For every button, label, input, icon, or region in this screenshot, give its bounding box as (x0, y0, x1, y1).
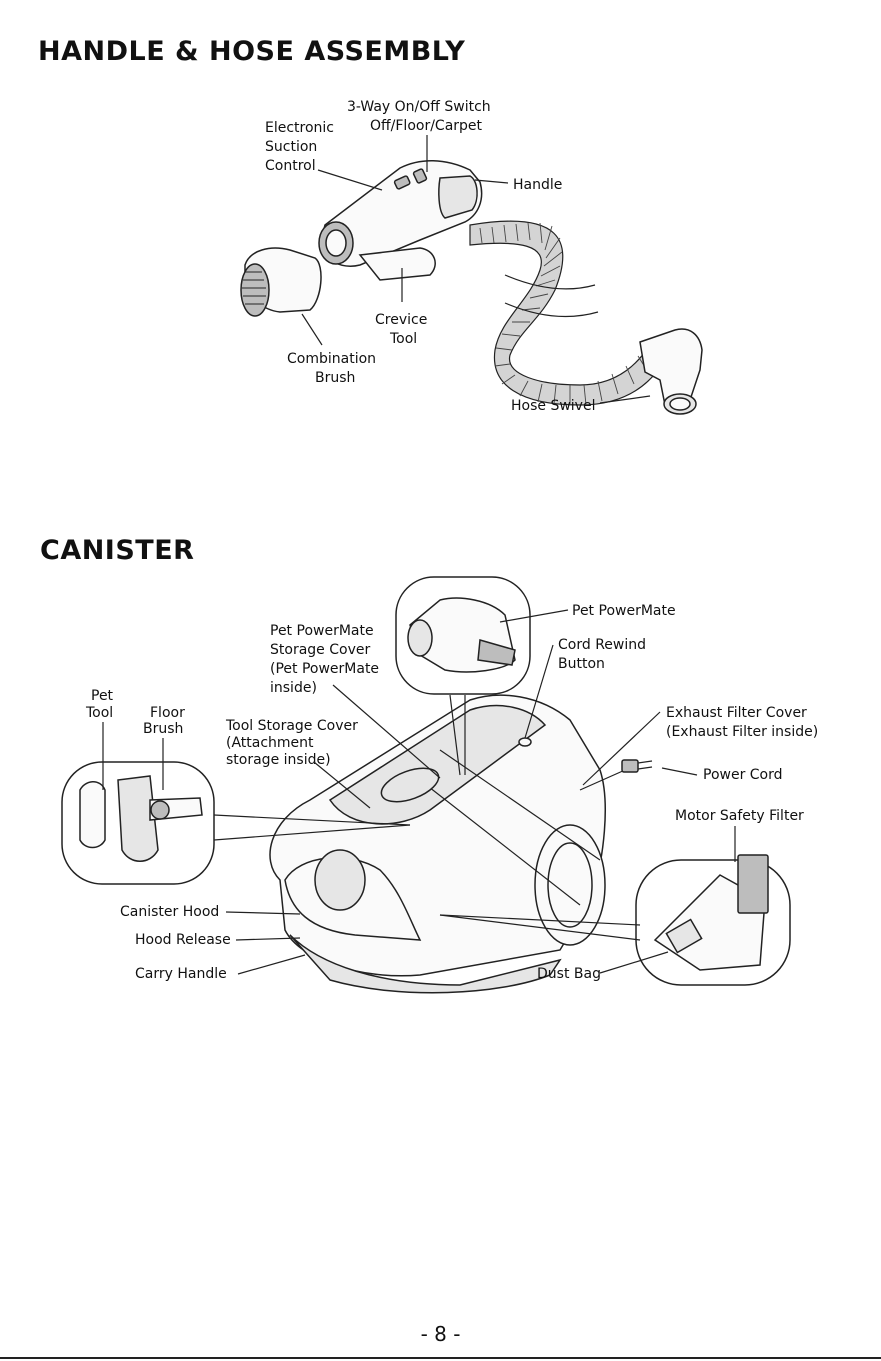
label-exhaust-line2: (Exhaust Filter inside) (666, 724, 818, 740)
label-floor-brush-line1: Floor (150, 705, 185, 721)
section-title-canister: CANISTER (40, 535, 195, 566)
label-pet-powermate: Pet PowerMate (572, 603, 676, 619)
hose-assembly-diagram: 3-Way On/Off Switch Off/Floor/Carpet Ele… (240, 99, 703, 415)
label-esc-line2: Suction (265, 139, 317, 155)
label-pm-storage-line2: Storage Cover (270, 642, 370, 658)
label-crevice-line1: Crevice (375, 312, 427, 328)
label-carry-handle: Carry Handle (135, 966, 227, 982)
combination-brush-illustration (240, 247, 322, 317)
power-cord-illustration (579, 759, 653, 791)
crevice-tool-illustration (358, 247, 436, 281)
page-number: - 8 - (420, 1322, 461, 1346)
section-title-hose: HANDLE & HOSE ASSEMBLY (38, 36, 466, 67)
tools-inset (61, 761, 215, 885)
hose-illustration (469, 220, 666, 406)
label-tool-storage-line3: storage inside) (226, 752, 331, 768)
label-pm-storage-line1: Pet PowerMate (270, 623, 374, 639)
label-switch-line1: 3-Way On/Off Switch (347, 99, 491, 115)
leader-lines-hose (301, 135, 651, 404)
label-pm-storage-line4: inside) (270, 680, 317, 696)
label-switch-line2: Off/Floor/Carpet (370, 118, 483, 134)
hose-swivel-illustration (639, 328, 703, 415)
label-dust-bag: Dust Bag (537, 966, 601, 982)
label-pet-tool-line2: Tool (85, 705, 113, 721)
label-esc-line3: Control (265, 158, 316, 174)
leader-lines-canister (102, 609, 736, 975)
label-motor-filter: Motor Safety Filter (675, 808, 804, 824)
label-tool-storage-line1: Tool Storage Cover (225, 718, 358, 734)
label-hose-swivel: Hose Swivel (511, 398, 595, 414)
label-power-cord: Power Cord (703, 767, 783, 783)
label-combo-line1: Combination (287, 351, 376, 367)
label-hood-release: Hood Release (135, 932, 231, 948)
handle-illustration (318, 160, 483, 267)
canister-body-illustration (269, 694, 606, 994)
bottom-rule (0, 1357, 881, 1359)
label-handle: Handle (513, 177, 562, 193)
label-cord-rewind-line1: Cord Rewind (558, 637, 646, 653)
label-crevice-line2: Tool (389, 331, 417, 347)
label-pm-storage-line3: (Pet PowerMate (270, 661, 379, 677)
label-pet-tool-line1: Pet (91, 688, 114, 704)
label-esc-line1: Electronic (265, 120, 334, 136)
dust-bag-inset (635, 854, 791, 986)
label-combo-line2: Brush (315, 370, 355, 386)
label-tool-storage-line2: (Attachment (226, 735, 314, 751)
label-canister-hood: Canister Hood (120, 904, 219, 920)
pet-powermate-inset (395, 576, 531, 695)
label-exhaust-line1: Exhaust Filter Cover (666, 705, 807, 721)
label-floor-brush-line2: Brush (143, 721, 183, 737)
label-cord-rewind-line2: Button (558, 656, 605, 672)
